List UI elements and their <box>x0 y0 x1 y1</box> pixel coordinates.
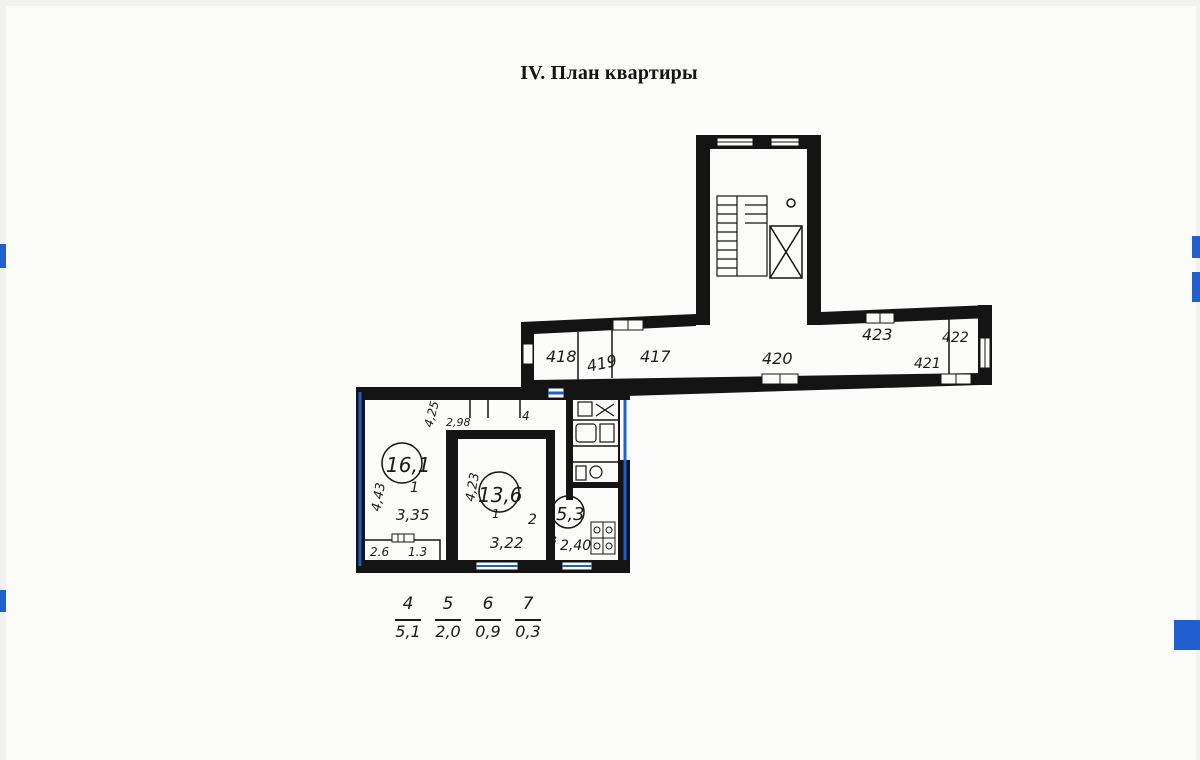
bathroom-fixtures <box>575 401 615 481</box>
legend-line <box>475 619 501 621</box>
room-1-width: 3,35 <box>396 506 429 524</box>
elevator <box>769 225 803 279</box>
room-2-area: 13,6 <box>478 483 523 507</box>
legend-area-6: 0,9 <box>475 622 501 641</box>
legend-index-4: 4 <box>402 594 414 614</box>
margin-mark <box>1174 620 1200 650</box>
kitchen-index: 3 <box>550 534 557 547</box>
legend-index-5: 5 <box>442 594 454 614</box>
corridor-index: 4 <box>522 409 530 423</box>
legend-line <box>435 619 461 621</box>
room-2-number: 1 <box>492 507 500 521</box>
plan-labels: 16,1 1 3,35 4,43 4,25 2,98 13,6 1 3,22 4… <box>369 325 969 559</box>
legend-area-7: 0,3 <box>515 622 541 641</box>
balcony-right: 1.3 <box>408 545 427 559</box>
balcony-left: 2.6 <box>370 545 389 559</box>
room-1-number: 1 <box>410 480 419 496</box>
legend-line <box>515 619 541 621</box>
cell-421: 421 <box>914 356 941 372</box>
room-1-area: 16,1 <box>386 453 431 477</box>
cell-418: 418 <box>546 347 577 366</box>
legend-area-4: 5,1 <box>395 622 421 641</box>
apartment <box>356 387 630 573</box>
stove <box>590 521 616 555</box>
cell-417: 417 <box>640 347 671 366</box>
legend-line <box>395 619 421 621</box>
room-1-inner: 4,25 <box>421 399 441 428</box>
legend-area-5: 2,0 <box>435 622 461 641</box>
stairs <box>716 195 768 277</box>
legend-index-6: 6 <box>482 594 494 614</box>
cell-423: 423 <box>862 325 893 344</box>
room-2-depth: 4,23 <box>463 472 483 503</box>
corridor <box>521 305 992 396</box>
room-1-depth: 4,43 <box>369 482 389 513</box>
cell-422: 422 <box>942 330 969 346</box>
legend-index-7: 7 <box>522 594 534 614</box>
margin-mark <box>1192 272 1200 302</box>
room-2-index: 2 <box>528 512 537 528</box>
stair-shaft <box>696 135 821 325</box>
kitchen-area: 5,3 <box>556 504 585 525</box>
cell-420: 420 <box>762 349 793 368</box>
margin-mark <box>1192 236 1200 258</box>
cell-419: 419 <box>585 351 619 376</box>
page-title: IV. План квартиры <box>520 62 698 84</box>
kitchen-width: 2,40 <box>560 538 591 554</box>
room-2-width: 3,22 <box>490 534 523 552</box>
room-1-top: 2,98 <box>446 416 471 429</box>
margin-mark <box>0 590 6 612</box>
margin-mark <box>0 244 6 268</box>
